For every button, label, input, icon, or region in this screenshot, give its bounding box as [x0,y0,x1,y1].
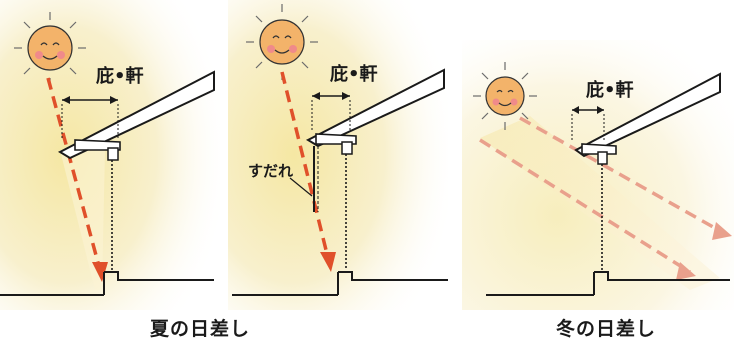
summer-caption: 夏の日差し [150,318,251,340]
ray-arrowhead [92,262,108,282]
ground-line [486,272,595,296]
roof-eaves [57,70,215,160]
ground-line [232,272,339,296]
beam-end [597,151,608,165]
sunlit-wall-area [60,150,105,290]
smiling-sun-icon [14,12,86,86]
sudare-leader-line [289,177,313,197]
roof-eaves [305,68,445,148]
winter-sun-ray [519,116,723,234]
winter-sun-ray [479,138,691,274]
ray-arrowhead [712,222,732,240]
sudare-label: すだれ [248,162,293,180]
summer-sun-ray [46,77,102,271]
winter-caption: 冬の日差し [556,318,657,340]
beam-end [107,147,119,161]
summer-panel-sudare: すだれ 庇•軒 [228,0,448,310]
eaves-label: 庇•軒 [330,63,378,85]
ray-arrowhead [320,252,336,272]
summer-sun-ray [280,71,330,259]
ray-arrowhead [676,262,696,280]
floor-line [338,271,448,281]
winter-light-beam [480,116,720,290]
smiling-sun-icon [246,4,318,80]
sudare-blind [313,146,319,212]
eaves-label: 庇•軒 [96,65,144,87]
beam-end [341,141,353,155]
smiling-sun-icon [473,62,537,130]
floor-line [104,271,214,281]
ground-line [0,272,105,296]
winter-panel: 庇•軒 [462,40,734,310]
floor-line [594,271,730,281]
eaves-label: 庇•軒 [586,79,634,101]
summer-panel-plain: 庇•軒 [0,0,220,310]
